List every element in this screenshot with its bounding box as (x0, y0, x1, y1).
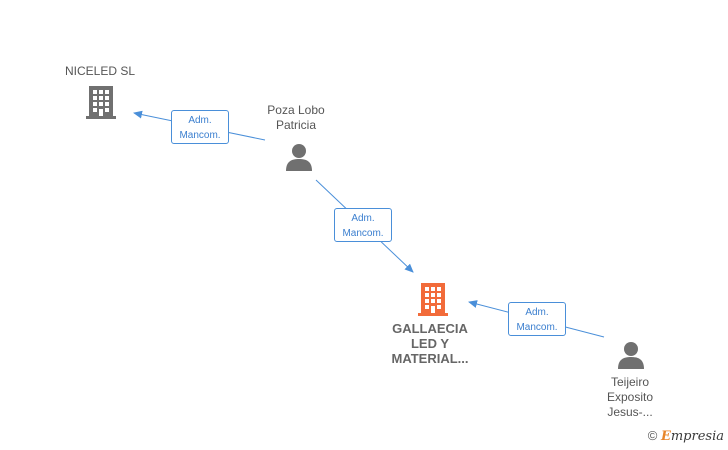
person-icon[interactable] (616, 340, 646, 370)
edge-label-poza-niceled[interactable]: Adm. Mancom. (171, 110, 229, 144)
brand-watermark[interactable]: © Empresia (648, 428, 724, 444)
building-icon[interactable] (417, 281, 449, 317)
person-icon[interactable] (284, 142, 314, 172)
edge-label-teijeiro-gallaecia[interactable]: Adm. Mancom. (508, 302, 566, 336)
copyright-icon: © (647, 428, 658, 443)
brand-logo-text: mpresia (670, 429, 724, 444)
node-label-niceled[interactable]: NICELED SL (64, 64, 136, 78)
node-label-gallaecia[interactable]: GALLAECIA LED Y MATERIAL... (391, 321, 469, 366)
edge-label-poza-gallaecia[interactable]: Adm. Mancom. (334, 208, 392, 242)
brand-logo-letter: E (660, 429, 671, 444)
node-label-teijeiro[interactable]: Teijeiro Exposito Jesus-... (606, 375, 654, 419)
building-icon[interactable] (85, 84, 117, 120)
node-label-poza[interactable]: Poza Lobo Patricia (267, 103, 325, 132)
